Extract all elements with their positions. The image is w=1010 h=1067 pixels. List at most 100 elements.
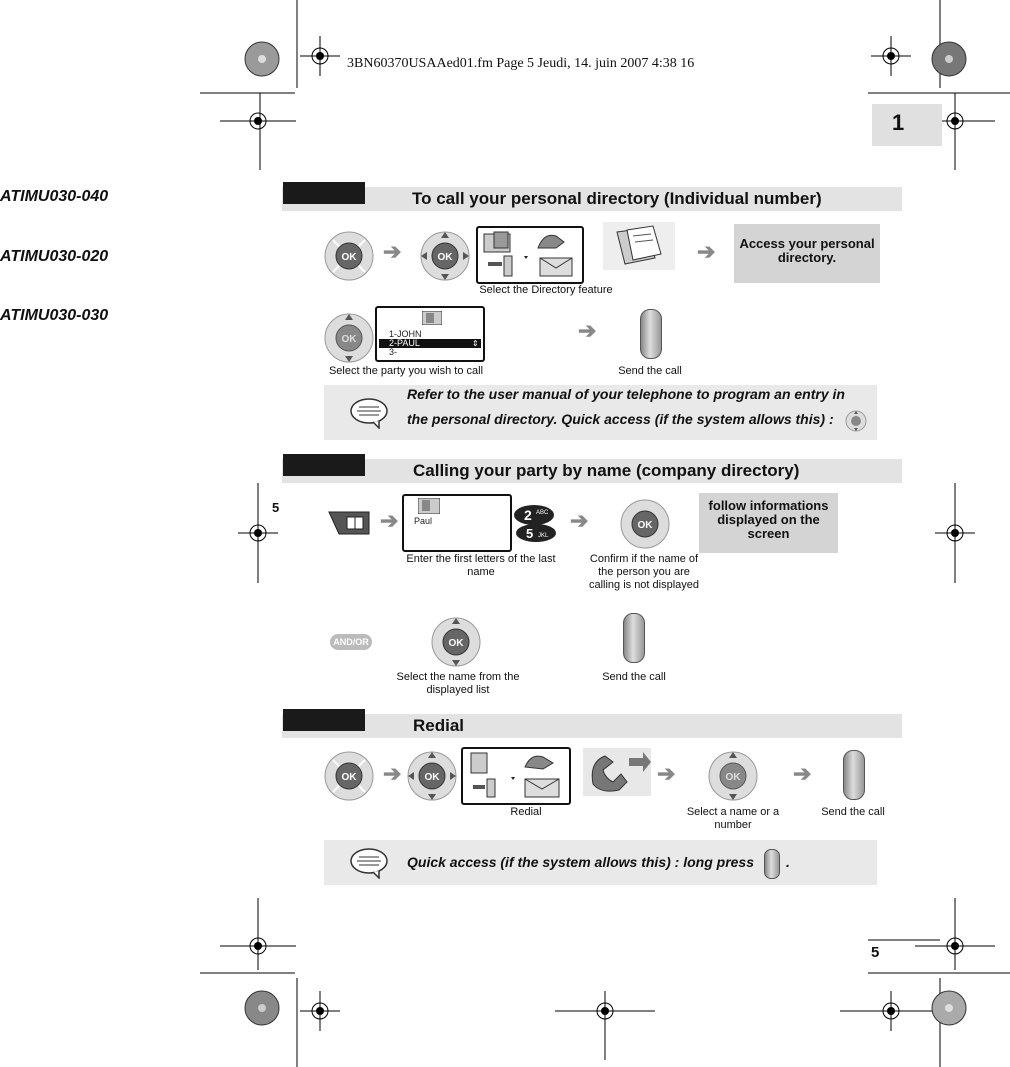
ok-confirm-button[interactable]: OK: [620, 499, 670, 549]
arrow-icon: ➔: [793, 761, 812, 786]
arrow-icon: ➔: [383, 761, 402, 786]
entered-name-field[interactable]: Paul: [414, 516, 433, 526]
note-box-directory: [324, 385, 877, 440]
key-2-letters: ABC: [536, 510, 549, 516]
section-bar-personal-directory: [282, 187, 902, 211]
note-text-redial: Quick access (if the system allows this)…: [407, 854, 755, 870]
redial-feature-icon: [470, 752, 560, 798]
ok-scroll-button[interactable]: OK: [708, 751, 758, 801]
registration-mark-bottom-center: [555, 991, 655, 1060]
caption-select-name: Select the name from the displayed list: [396, 671, 520, 696]
star-target-top-right: [931, 41, 967, 77]
registration-mark-left-lower: [220, 898, 296, 970]
key-5-digit: 5: [526, 526, 533, 541]
note-text-line2: the personal directory. Quick access (if…: [407, 411, 834, 427]
list-item-selected-label: 2-PAUL: [389, 338, 420, 348]
send-call-key[interactable]: [640, 309, 662, 359]
side-ref-3: ATIMU030-030: [0, 307, 109, 324]
print-header: 3BN60370USAAed01.fm Page 5 Jeudi, 14. ju…: [347, 56, 695, 71]
chapter-tab: [872, 104, 942, 146]
section-tab-marker: [283, 709, 365, 731]
svg-text:OK: OK: [438, 252, 454, 263]
quick-access-directory-icon: [845, 410, 867, 432]
key-2-digit: 2: [524, 507, 532, 523]
info-box: follow informations displayed on the scr…: [699, 493, 838, 553]
svg-text:OK: OK: [638, 520, 654, 531]
list-item[interactable]: 3-: [389, 347, 398, 357]
list-item-selected[interactable]: [379, 339, 481, 348]
svg-text:OK: OK: [726, 772, 742, 783]
directory-list-screen: 1-JOHN 2-PAUL ⇕ 3-: [375, 306, 485, 362]
ok-button[interactable]: OK: [324, 751, 374, 801]
caption-send-call: Send the call: [821, 806, 885, 818]
ok-scroll-button[interactable]: OK: [324, 313, 374, 363]
caption-send-call: Send the call: [602, 671, 666, 683]
send-key-icon: [764, 849, 780, 879]
directory-key-icon[interactable]: [325, 508, 373, 536]
ok-navigator-button[interactable]: OK: [431, 617, 481, 667]
caption-redial: Redial: [510, 806, 542, 818]
section-bar-redial: [282, 714, 902, 738]
star-target-top-left: [244, 41, 280, 77]
svg-text:OK: OK: [449, 638, 465, 649]
registration-mark-right-middle: [935, 483, 975, 583]
directory-menu-screen: [476, 226, 584, 284]
key-5-letters: JKL: [538, 533, 549, 539]
ok-navigator-button[interactable]: OK: [420, 231, 470, 281]
send-call-key[interactable]: [623, 613, 645, 663]
section-tab-marker: [283, 182, 365, 204]
redial-menu-screen: [461, 747, 571, 805]
directory-feature-icon: [483, 231, 573, 277]
scroll-updown-icon: ⇕: [472, 339, 479, 348]
section-title-personal-directory: To call your personal directory (Individ…: [412, 189, 822, 208]
name-entry-screen: Paul: [402, 494, 512, 552]
registration-mark-left-upper: [220, 112, 296, 130]
section-title-company-directory: Calling your party by name (company dire…: [413, 461, 800, 480]
side-ref-2: ATIMU030-020: [0, 248, 109, 265]
caption-enter-letters: Enter the first letters of the last name: [406, 553, 556, 578]
svg-text:OK: OK: [342, 772, 358, 783]
note-text-line1: Refer to the user manual of your telepho…: [407, 386, 845, 402]
caption-select-party: Select the party you wish to call: [328, 365, 484, 377]
arrow-icon: ➔: [578, 318, 597, 343]
margin-page-number: 5: [272, 500, 280, 515]
registration-mark-top-left: [300, 36, 340, 76]
arrow-icon: ➔: [570, 508, 589, 533]
star-target-bottom-right: [931, 990, 967, 1026]
registration-mark-right-lower: [915, 898, 995, 970]
arrow-icon: ➔: [657, 761, 676, 786]
note-speech-icon: [350, 848, 388, 879]
registration-mark-bottom-left: [300, 991, 340, 1031]
section-tab-marker: [283, 454, 365, 476]
svg-text:OK: OK: [342, 334, 358, 345]
caption-select-name-number: Select a name or a number: [686, 806, 780, 831]
svg-text:OK: OK: [425, 772, 441, 783]
star-target-bottom-left: [244, 990, 280, 1026]
and-or-badge: AND/OR: [330, 634, 372, 650]
section-title-redial: Redial: [413, 716, 465, 735]
section-bar-company-directory: [282, 459, 902, 483]
caption-send-call: Send the call: [618, 365, 682, 377]
keypad-keys-icon[interactable]: 2 ABC 5 JKL: [512, 503, 558, 543]
registration-mark-bottom-right: [840, 991, 940, 1031]
arrow-icon: ➔: [697, 239, 716, 264]
caption-directory-feature: Select the Directory feature: [479, 284, 613, 296]
arrow-icon: ➔: [380, 508, 399, 533]
list-item[interactable]: 1-JOHN: [389, 329, 422, 339]
company-directory-icon: [418, 498, 440, 514]
chapter-number: 1: [892, 110, 905, 135]
caption-confirm-name: Confirm if the name of the person you ar…: [588, 553, 700, 591]
note-text-end: .: [786, 854, 790, 870]
access-directory-box: Access your personal directory.: [734, 224, 880, 283]
arrow-icon: ➔: [383, 239, 402, 264]
ok-navigator-button[interactable]: OK: [407, 751, 457, 801]
registration-mark-left-middle: [238, 483, 278, 583]
directory-list-icon: [422, 311, 442, 325]
send-call-key[interactable]: [843, 750, 865, 800]
redial-handset-icon: [583, 748, 651, 796]
note-speech-icon: [350, 398, 388, 429]
ok-button[interactable]: OK: [324, 231, 374, 281]
note-box-redial: [324, 840, 877, 885]
ok-label: OK: [342, 252, 358, 263]
